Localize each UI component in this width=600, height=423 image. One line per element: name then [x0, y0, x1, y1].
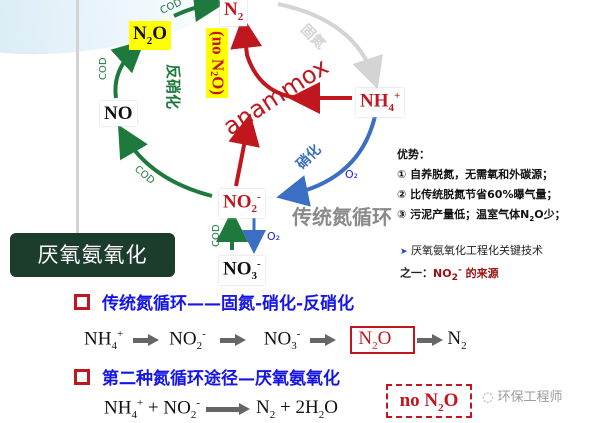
section-heading-text: 第二种氮循环途径—厌氧氨氧化	[102, 369, 340, 389]
nitrogen-cycle-diagram: 传统氮循环 anammox 反硝化 硝化 固氮 COD COD COD COD …	[98, 0, 392, 254]
advantages-heading: 优势：	[397, 148, 430, 161]
arrow-icon	[133, 333, 160, 346]
arc-no2-to-no	[117, 124, 213, 198]
eq-nh4: NH4+	[84, 327, 124, 352]
traditional-cycle-label: 传统氮循环	[291, 205, 392, 229]
arrow-icon	[310, 333, 337, 346]
cod-label-vertical: COD	[211, 224, 222, 247]
denitrification-label: 反硝化	[164, 64, 182, 109]
section-heading-anammox: 第二种氮循环途径—厌氧氨氧化	[74, 364, 340, 389]
eq-lhs: NH4+ + NO2-	[104, 397, 201, 422]
wechat-icon: ◌	[482, 390, 494, 405]
species-nh4: NH4+	[356, 88, 405, 118]
eq-n2: N2	[447, 328, 467, 352]
o2-label-right: O₂	[345, 168, 358, 181]
advantages-block: 优势： ① 自养脱氮，无需氧和外碳源； ② 比传统脱氮节省60%曝气量； ③ 污…	[397, 145, 566, 229]
advantage-item: ② 比传统脱氮节省60%曝气量；	[397, 188, 558, 201]
divider-line	[76, 0, 79, 235]
watermark-text: 环保工程师	[497, 390, 563, 405]
arrow-icon	[417, 333, 444, 346]
species-no3: NO3-	[219, 256, 265, 286]
cod-label-left: COD	[98, 57, 109, 80]
key-tech-prefix: 之一：	[400, 266, 433, 280]
eq-rhs: N2 + 2H2O	[256, 397, 338, 421]
square-bullet-icon	[74, 368, 90, 385]
slide-title: 厌氧氨氧化	[10, 233, 175, 277]
eq-n2o-highlighted: N2O	[350, 326, 416, 354]
no-n2o-note: no N2O	[386, 384, 472, 418]
advantage-item: ③ 污泥产量低；温室气体N2O少；	[397, 208, 566, 224]
species-no2: NO2-	[219, 189, 265, 219]
species-n2: N2	[220, 0, 248, 26]
watermark: ◌ 环保工程师	[482, 386, 563, 405]
arc-n2-to-nh4	[277, 2, 383, 90]
arc-n2o-to-n2	[173, 0, 226, 23]
square-bullet-icon	[74, 293, 90, 310]
arc-nh4-to-no2	[276, 115, 377, 207]
advantage-item: ① 自养脱氮，无需氧和外碳源；	[397, 168, 554, 181]
arrow-bullet-icon: ➤	[400, 247, 408, 257]
arrow-center-to-n2	[230, 16, 301, 100]
arrow-no2-to-center	[228, 113, 260, 187]
no-n2o-vertical-label: (no N2O)	[206, 28, 229, 99]
section-heading-traditional: 传统氮循环——固氮-硝化-反硝化	[74, 289, 354, 314]
o2-label-bottom: O₂	[267, 230, 280, 243]
species-n2o: N2O	[129, 21, 172, 50]
traditional-cycle-equation: NH4+ NO2- NO3- N2O N2	[84, 326, 467, 354]
arc-no-to-n2o	[110, 39, 145, 99]
nitrification-label: 硝化	[293, 141, 325, 173]
species-no: NO	[100, 101, 137, 126]
key-tech-source: NO2- 的来源	[433, 264, 499, 283]
key-technology-note: ➤ 厌氧氨氧化工程化关键技术 之一：NO2- 的来源	[400, 242, 543, 286]
fixation-label: 固氮	[297, 21, 329, 53]
section-heading-text: 传统氮循环——固氮-硝化-反硝化	[102, 294, 355, 314]
arrow-icon	[206, 403, 251, 416]
arrow-icon	[219, 333, 246, 346]
anammox-equation: NH4+ + NO2- N2 + 2H2O	[104, 397, 338, 421]
eq-no3: NO3-	[263, 327, 301, 352]
eq-no2: NO2-	[169, 327, 206, 352]
key-tech-line1: 厌氧氨氧化工程化关键技术	[411, 244, 544, 257]
